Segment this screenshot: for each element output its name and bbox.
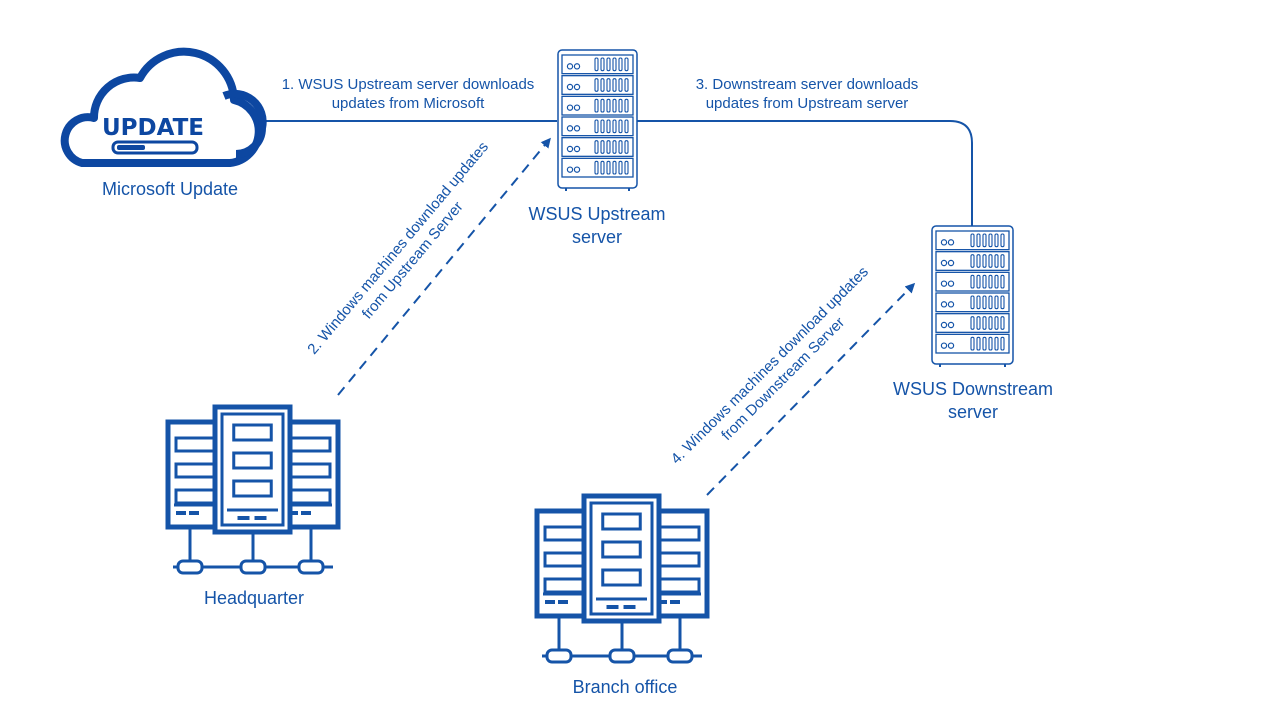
headquarter-label: Headquarter	[203, 588, 305, 608]
branch-office-label: Branch office	[572, 677, 678, 697]
server-rack-icon	[557, 49, 638, 191]
upstream-server-label: WSUS Upstream server	[528, 204, 666, 247]
downstream-server-label: WSUS Downstream server	[892, 379, 1054, 422]
connector-upstream-to-downstream	[637, 120, 973, 226]
microsoft-update-label: Microsoft Update	[101, 179, 239, 199]
arrow-headquarter-to-upstream	[337, 137, 551, 396]
cloud-badge-text: UPDATE	[102, 115, 204, 141]
arrow-branch-to-downstream	[706, 282, 916, 496]
server-cluster-icon	[534, 493, 710, 664]
server-cluster-icon	[165, 404, 341, 575]
step3-label: 3. Downstream server downloads updates f…	[695, 76, 919, 112]
server-rack-icon	[931, 225, 1014, 367]
step1-label: 1. WSUS Upstream server downloads update…	[281, 76, 535, 112]
cloud-update-icon: UPDATE	[60, 47, 267, 167]
